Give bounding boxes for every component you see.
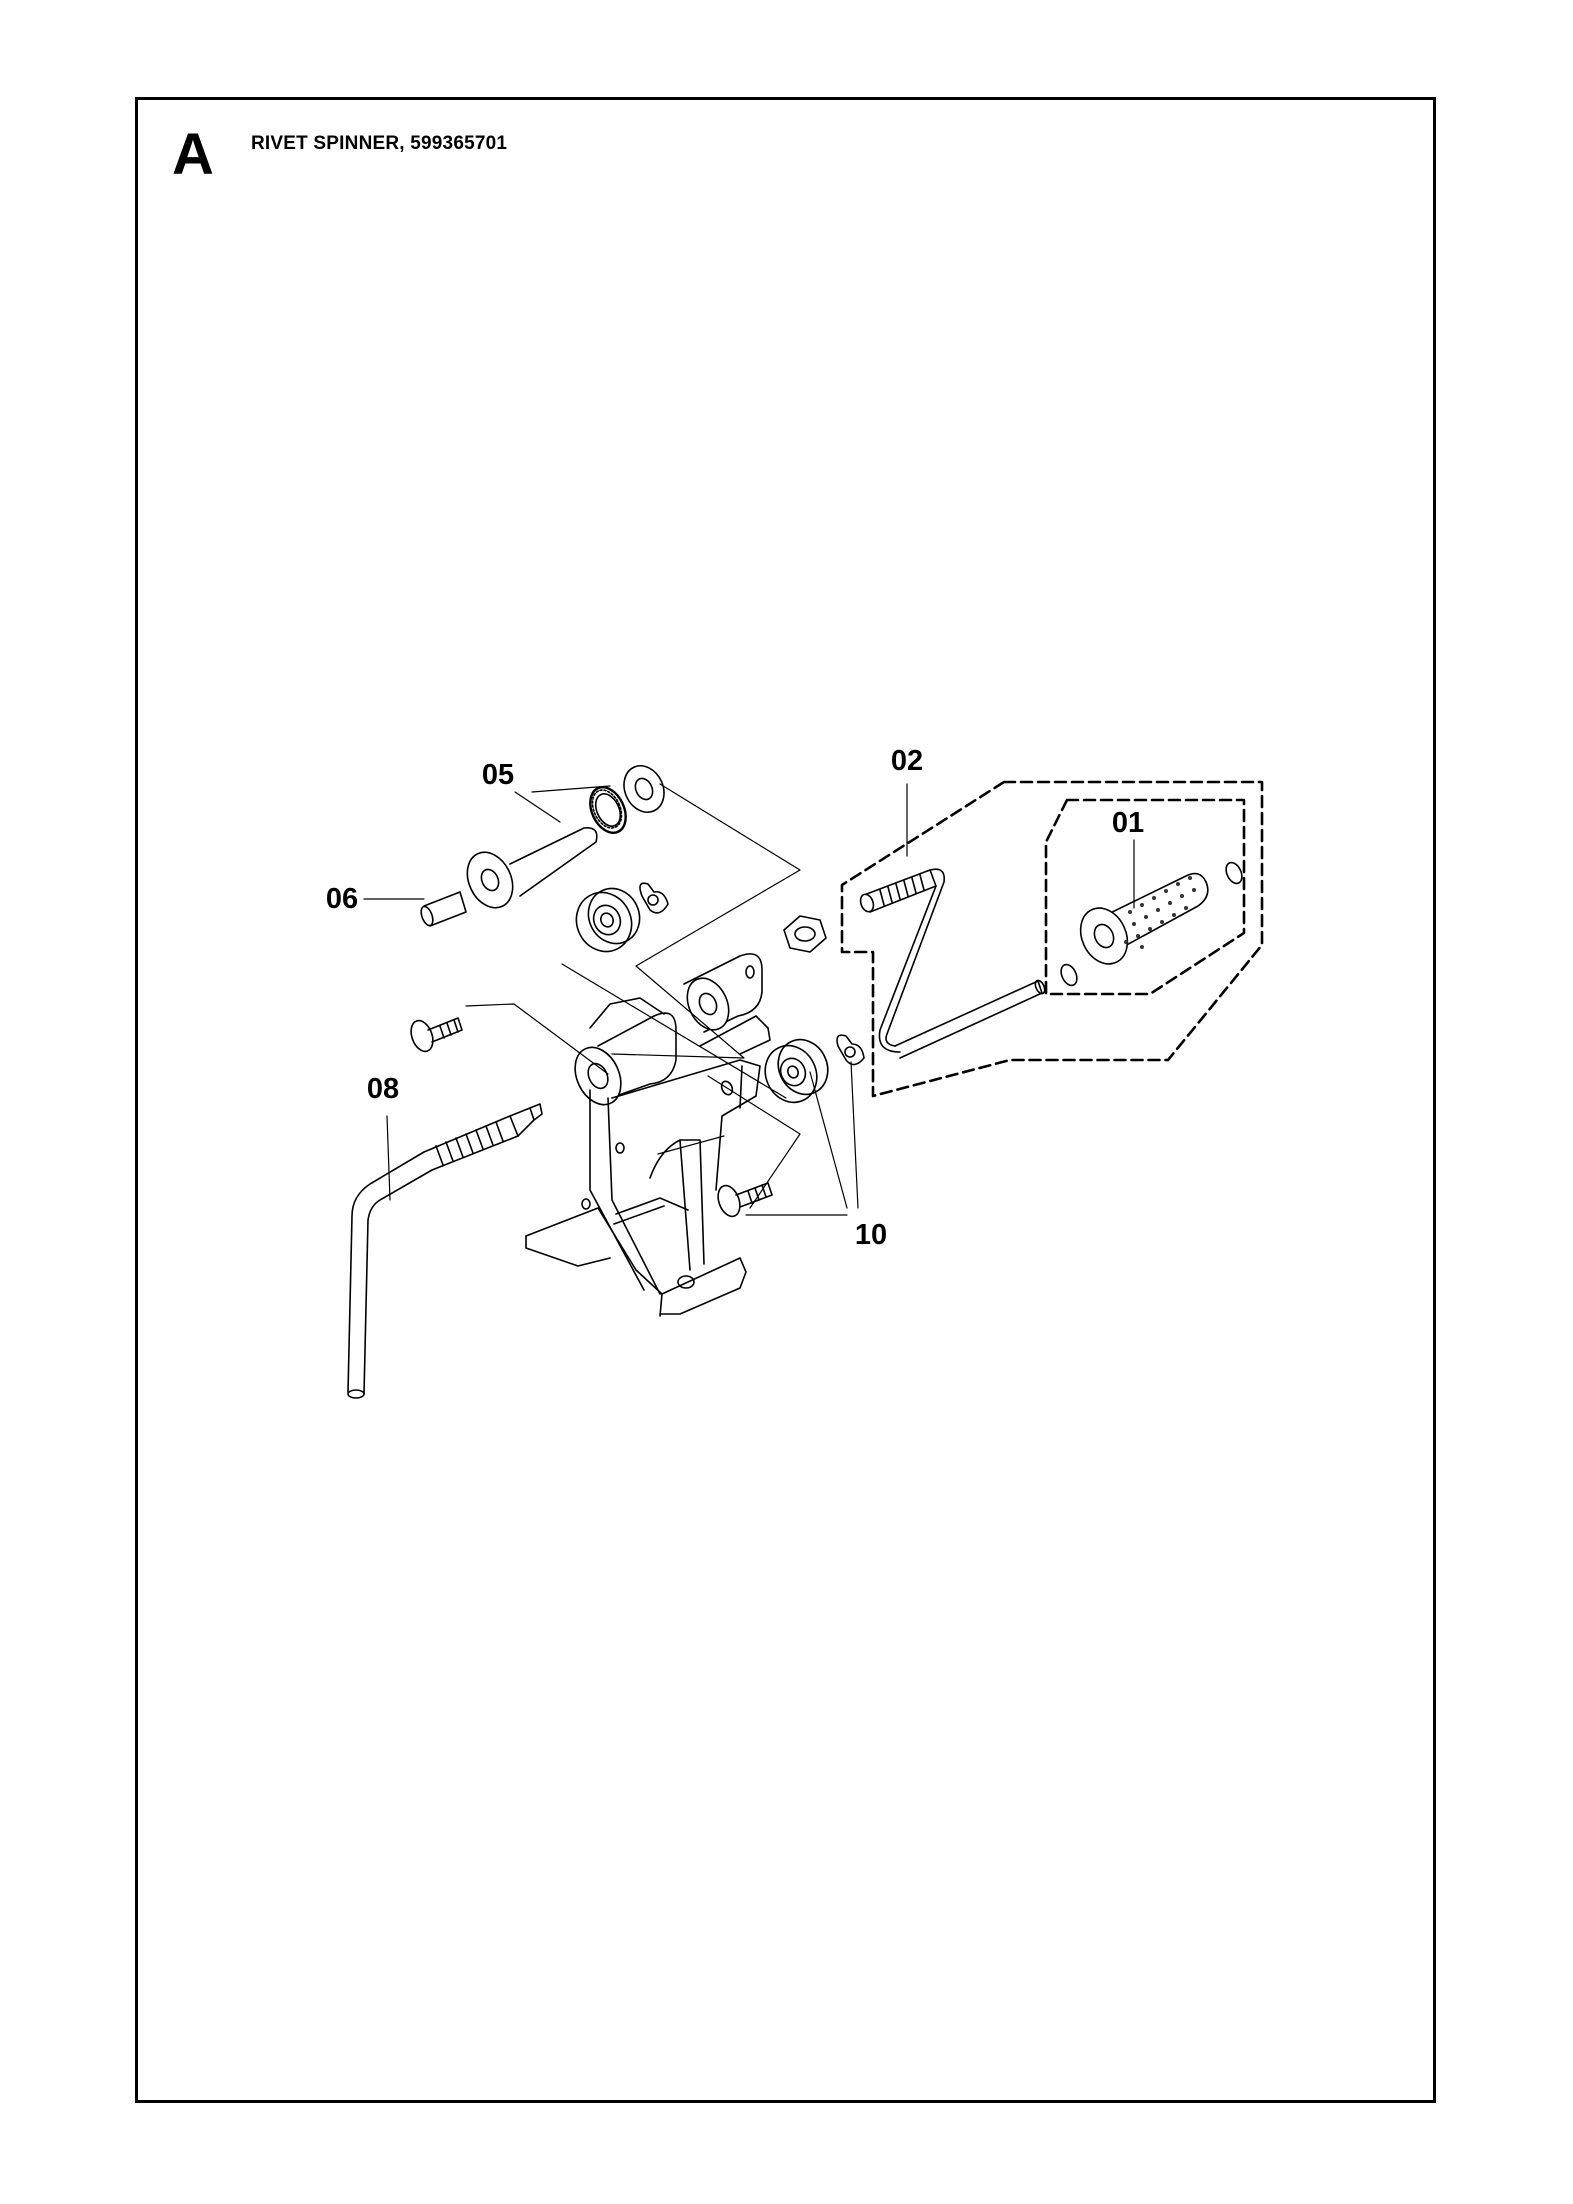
wing-nut-lower-part	[836, 1034, 865, 1066]
hex-pin-part	[420, 891, 467, 927]
carriage-bolt-lower-part	[717, 1182, 773, 1218]
callout-08: 08	[367, 1073, 399, 1105]
flat-washer-part	[623, 765, 665, 813]
section-letter: A	[172, 122, 214, 187]
group-outline-01	[1044, 798, 1246, 996]
main-bracket-part	[525, 953, 771, 1317]
upper-roller-part	[575, 887, 641, 953]
group-outline-02	[840, 780, 1264, 1098]
callout-10: 10	[855, 1219, 887, 1251]
hex-nut-part	[783, 915, 827, 953]
page-frame	[135, 97, 1436, 2103]
crank-part	[859, 868, 1046, 1059]
callout-01: 01	[1112, 807, 1144, 839]
leader-lines	[363, 783, 1135, 1216]
callout-05: 05	[482, 759, 514, 791]
assembly-lines	[465, 783, 801, 1209]
callout-02: 02	[891, 745, 923, 777]
lower-roller-part	[764, 1038, 829, 1104]
grip-sleeve-part	[1060, 861, 1243, 987]
wing-nut-upper-part	[639, 882, 669, 914]
handle-bar-part	[347, 1103, 543, 1399]
carriage-bolt-upper-part	[410, 1017, 463, 1053]
shoulder-bushing-part	[466, 826, 598, 909]
washer-part	[589, 786, 627, 834]
callout-06: 06	[326, 883, 358, 915]
diagram-title: RIVET SPINNER, 599365701	[251, 133, 508, 154]
